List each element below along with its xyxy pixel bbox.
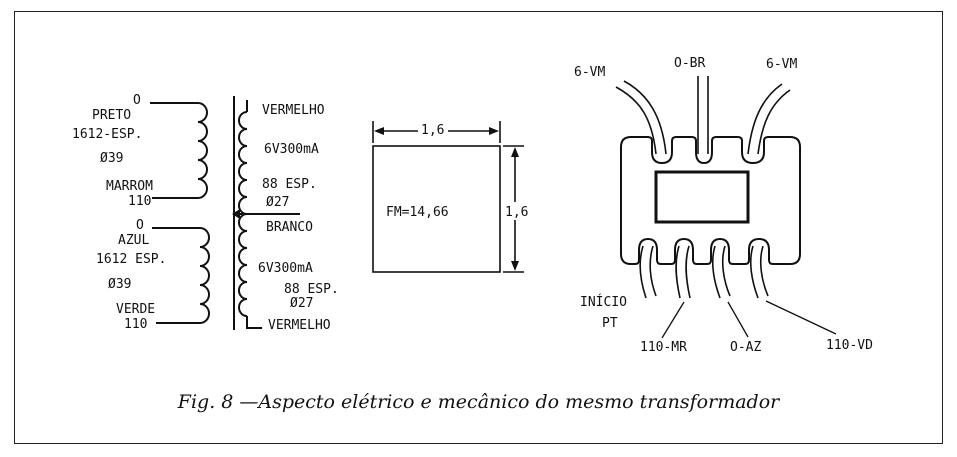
- core-square: [372, 145, 501, 273]
- bottom-lead-label-az: O-AZ: [730, 340, 761, 355]
- primary-bottom-end-voltage-label: 110: [124, 317, 147, 332]
- primary-bottom-gauge-label: Ø39: [108, 277, 131, 292]
- figure-frame: [14, 11, 943, 444]
- bottom-lead-3-b: [722, 245, 731, 297]
- secondary-bottom-end-color-label: VERMELHO: [268, 318, 331, 333]
- secondary-bottom-gauge-label: Ø27: [290, 296, 313, 311]
- primary-bottom-start-label: O: [136, 218, 144, 233]
- height-arrow-top: [511, 147, 519, 157]
- secondary-bottom-end-lead: [246, 316, 262, 329]
- secondary-bottom-coil: [238, 213, 248, 317]
- primary-top-end-voltage-label: 110: [128, 194, 151, 209]
- secondary-top-coil: [238, 111, 248, 215]
- top-lead-left: [615, 86, 657, 155]
- core-width-label: 1,6: [421, 123, 444, 138]
- height-label-bg: [504, 202, 528, 220]
- primary-top-turns-label: 1612-ESP.: [72, 127, 142, 142]
- secondary-top-gauge-label: Ø27: [266, 195, 289, 210]
- pt-label: PT: [602, 316, 618, 331]
- center-tap-dot: [232, 209, 240, 219]
- top-lead-left-b: [623, 80, 667, 155]
- leader-110-mr: [661, 301, 685, 339]
- core-height-label: 1,6: [505, 205, 528, 220]
- primary-bottom-turns-label: 1612 ESP.: [96, 252, 166, 267]
- height-arrow-bottom: [511, 261, 519, 271]
- center-tap-label: BRANCO: [266, 220, 313, 235]
- primary-bottom-color-label: AZUL: [118, 233, 149, 248]
- top-lead-label-left: 6-VM: [574, 65, 605, 80]
- primary-top-end-color-label: MARROM: [106, 179, 153, 194]
- bottom-lead-label-vd: 110-VD: [826, 338, 873, 353]
- primary-bottom-end-color-label: VERDE: [116, 302, 155, 317]
- secondary-top-turns-label: 88 ESP.: [262, 177, 317, 192]
- bottom-lead-2-b: [685, 245, 691, 299]
- bottom-lead-4-b: [760, 245, 769, 297]
- primary-top-gauge-label: Ø39: [100, 151, 123, 166]
- secondary-top-rating-label: 6V300mA: [264, 142, 319, 157]
- secondary-top-color-label: VERMELHO: [262, 103, 325, 118]
- inicio-label: INÍCIO: [580, 294, 627, 310]
- width-arrow-left: [374, 127, 384, 135]
- secondary-bottom-turns-label: 88 ESP.: [284, 282, 339, 297]
- primary-top-color-label: PRETO: [92, 108, 131, 123]
- bottom-lead-label-mr: 110-MR: [640, 340, 687, 355]
- primary-top-start-label: O: [133, 93, 141, 108]
- width-label-bg: [418, 120, 448, 140]
- bottom-lead-3: [712, 245, 721, 299]
- bottom-lead-2: [675, 245, 681, 299]
- leader-o-az: [727, 301, 749, 338]
- figure-caption: Fig. 8 —Aspecto elétrico e mecânico do m…: [177, 391, 780, 413]
- bottom-lead-1-b: [649, 245, 657, 297]
- core-fm-label: FM=14,66: [386, 205, 449, 220]
- top-lead-right: [747, 83, 783, 155]
- top-lead-right-b: [757, 89, 791, 155]
- secondary-bottom-rating-label: 6V300mA: [258, 261, 313, 276]
- top-lead-label-right: 6-VM: [766, 57, 797, 72]
- top-lead-label-center: O-BR: [674, 56, 705, 71]
- leader-110-vd: [765, 300, 837, 335]
- primary-bottom-coil: [199, 227, 210, 324]
- bottom-lead-4: [750, 245, 759, 299]
- bottom-lead-1: [639, 245, 647, 299]
- primary-top-coil: [197, 102, 208, 199]
- width-arrow-right: [489, 127, 499, 135]
- bobbin-window: [654, 170, 750, 224]
